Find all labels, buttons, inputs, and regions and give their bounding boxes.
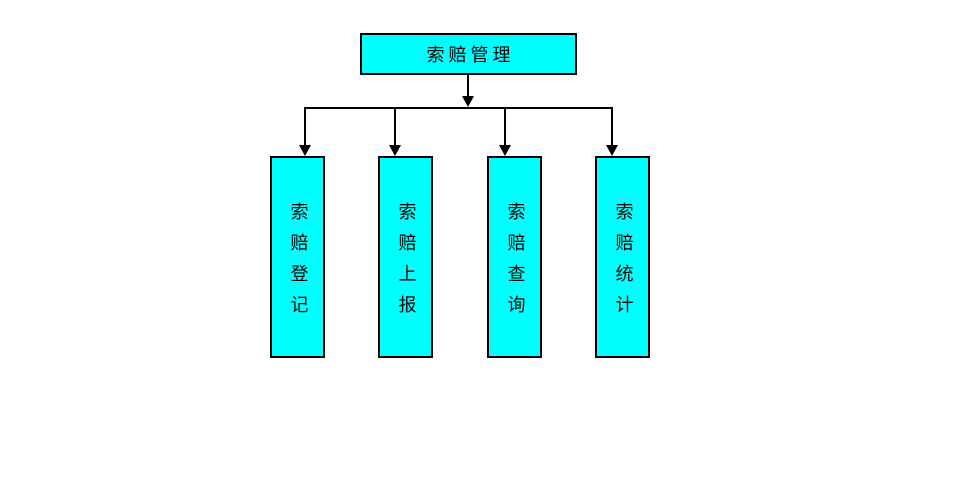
- diagram-node-claim-statistics: 索赔统计: [595, 156, 650, 358]
- diagram-node-claim-registration: 索赔登记: [270, 156, 325, 358]
- diagram-node-claim-reporting: 索赔上报: [378, 156, 433, 358]
- diagram-node-claim-management: 索赔管理: [360, 33, 577, 75]
- connector-branch-2: [394, 107, 396, 145]
- arrowhead-root: [462, 96, 474, 107]
- connector-horizontal-rail: [305, 107, 613, 109]
- diagram-node-claim-query: 索赔查询: [487, 156, 542, 358]
- connector-branch-4: [611, 107, 613, 145]
- arrowhead-branch-2: [389, 145, 401, 156]
- arrowhead-branch-3: [499, 145, 511, 156]
- connector-branch-1: [304, 107, 306, 145]
- node-label: 索赔登记: [287, 201, 309, 326]
- arrowhead-branch-4: [606, 145, 618, 156]
- connector-branch-3: [504, 107, 506, 145]
- node-label: 索赔上报: [395, 201, 417, 326]
- node-label: 索赔统计: [612, 201, 634, 326]
- node-label: 索赔管理: [426, 45, 515, 66]
- connector-root-stem: [467, 75, 469, 96]
- arrowhead-branch-1: [299, 145, 311, 156]
- node-label: 索赔查询: [504, 201, 526, 326]
